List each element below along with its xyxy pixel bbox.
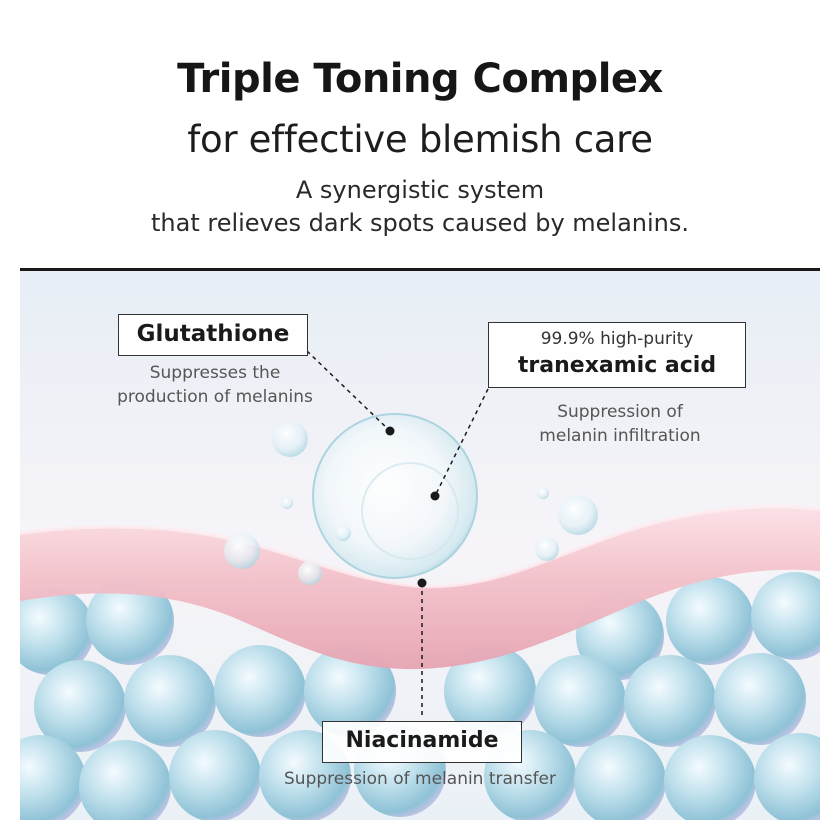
pointer-lines (306, 350, 489, 716)
tranexamic-pointer (434, 388, 489, 497)
bubbles (224, 413, 598, 585)
glutathione-caption: Suppresses the production of melanins (100, 361, 330, 409)
glutathione-pointer (306, 350, 391, 432)
glutathione-label: Glutathione (118, 314, 308, 356)
niacinamide-label: Niacinamide (322, 721, 522, 763)
tranexamic-label: 99.9% high-purity tranexamic acid (488, 322, 746, 388)
niacinamide-caption: Suppression of melanin transfer (284, 769, 556, 789)
description-line-2: that relieves dark spots caused by melan… (150, 209, 690, 237)
tranexamic-name: tranexamic acid (517, 353, 717, 378)
glutathione-caption-line-2: production of melanins (117, 387, 313, 407)
page-description: A synergistic system that relieves dark … (0, 174, 840, 240)
glutathione-dot (385, 426, 395, 436)
page-subtitle: for effective blemish care (187, 118, 653, 161)
cell-layer (20, 572, 820, 820)
niacinamide-dot (417, 578, 427, 588)
tranexamic-prefix: 99.9% high-purity (540, 329, 694, 349)
niacinamide-name: Niacinamide (345, 728, 499, 753)
illustration-panel: Glutathione Suppresses the production of… (20, 271, 820, 820)
header: Triple Toning Complex for effective blem… (0, 0, 840, 268)
description-line-1: A synergistic system (295, 176, 545, 204)
tranexamic-caption-line-1: Suppression of (557, 402, 683, 422)
glutathione-caption-line-1: Suppresses the (149, 363, 281, 383)
tranexamic-dot (430, 491, 440, 501)
glutathione-name: Glutathione (136, 321, 290, 347)
page-title: Triple Toning Complex (177, 56, 663, 102)
tranexamic-caption: Suppression of melanin infiltration (510, 400, 730, 448)
tranexamic-caption-line-2: melanin infiltration (539, 426, 701, 446)
divider (20, 268, 820, 271)
